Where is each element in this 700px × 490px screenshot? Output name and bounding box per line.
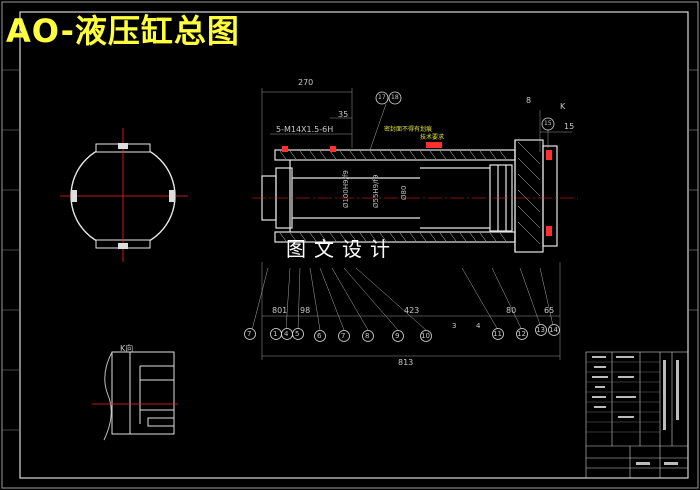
dim-98: 98: [300, 306, 311, 315]
balloon-b5: 6: [317, 332, 322, 340]
thread-callout: 5-M14X1.5-6H: [276, 125, 334, 134]
k-mark: K: [560, 102, 566, 111]
balloon-b8: 9: [395, 332, 400, 340]
balloon-b3: 4: [284, 330, 289, 338]
dim-65: 65: [544, 306, 555, 315]
dim-80: 80: [506, 306, 517, 315]
dim-15: 15: [564, 122, 575, 131]
balloon-b2: 1: [273, 330, 278, 338]
balloon-b11: 12: [517, 330, 526, 338]
dim-423: 423: [404, 306, 420, 315]
balloon-b7: 8: [365, 332, 370, 340]
dim-801: 801: [272, 306, 288, 315]
balloon-b13: 14: [549, 326, 558, 334]
dim-270: 270: [298, 78, 314, 87]
balloon-b12: 13: [536, 326, 545, 334]
drawing-title: AO-液压缸总图: [6, 12, 240, 50]
note-tech: 技术要求: [420, 134, 445, 141]
section-label-3: Ø80: [400, 185, 408, 200]
zone-ticks: [2, 69, 698, 431]
main-section: [244, 88, 578, 360]
k-view: [92, 351, 178, 441]
title-block: [585, 351, 689, 479]
balloon-b6: 7: [341, 332, 346, 340]
section-label-1: Ø100H9/f9: [342, 170, 350, 208]
dim-8: 8: [526, 96, 532, 105]
k-view-label: K向: [120, 344, 134, 353]
leader-3: 3: [452, 322, 457, 330]
balloon-b9: 10: [421, 332, 430, 340]
leader-4: 4: [476, 322, 481, 330]
balloon-b10: 11: [493, 330, 502, 338]
dim-813: 813: [398, 358, 414, 367]
balloon-17: 17: [378, 94, 386, 101]
balloon-18: 18: [391, 94, 399, 101]
balloon-15: 15: [544, 120, 552, 127]
dim-35: 35: [338, 110, 349, 119]
inner-frame: [19, 11, 689, 479]
balloon-b4: 5: [295, 330, 300, 338]
end-view: [60, 128, 188, 262]
watermark: 图文设计: [286, 237, 398, 261]
section-label-2: Ø55H9/f9: [372, 174, 380, 208]
note-seal: 密封面不得有划痕: [384, 126, 433, 133]
balloon-b1: 7: [247, 330, 252, 338]
